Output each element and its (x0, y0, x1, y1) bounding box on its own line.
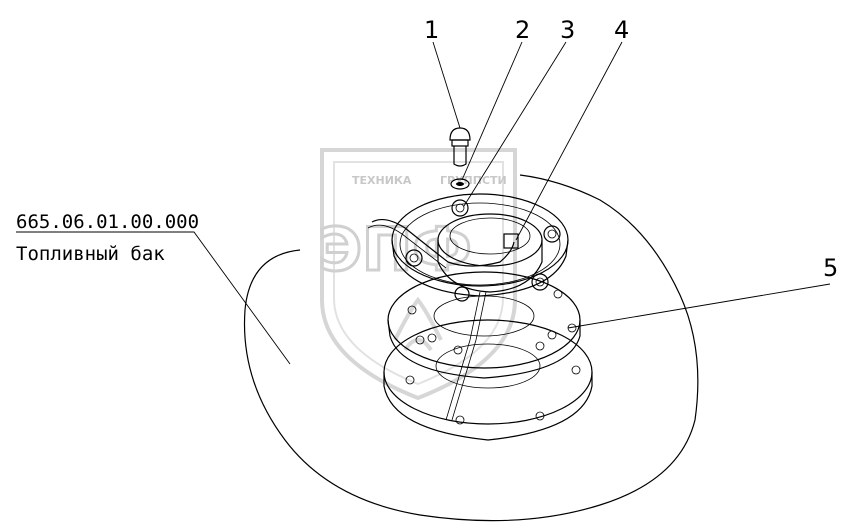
screw (449, 127, 471, 167)
watermark-top-text-right: ГРУППСТИ (440, 174, 507, 187)
pickup-tube (445, 291, 481, 421)
leader-3 (463, 41, 567, 207)
leader-assembly (16, 231, 291, 365)
watermark: ТЕХНИКА ГРУППСТИ ЭПФ (317, 148, 517, 401)
watermark-wheat-icon (393, 296, 443, 352)
fuel-tank-outline (243, 174, 699, 522)
assembly-part-number: 665.06.01.00.000 (16, 211, 199, 233)
gasket-lower (383, 319, 593, 441)
leader-2 (461, 41, 523, 181)
callout-1: 1 (424, 16, 439, 44)
watermark-logo-letters: ЭПФ (318, 215, 472, 285)
callout-5: 5 (823, 254, 838, 282)
washer (450, 178, 470, 190)
gasket-upper (387, 271, 581, 379)
terminal-nut (503, 233, 519, 249)
callout-2: 2 (515, 16, 530, 44)
assembly-part-name: Топливный бак (16, 243, 165, 265)
sender-flange (391, 193, 569, 302)
float-wire (371, 218, 515, 267)
callout-3: 3 (560, 16, 575, 44)
leader-4 (515, 41, 623, 241)
leader-1 (432, 41, 461, 129)
leader-5 (567, 283, 831, 329)
callout-4: 4 (614, 16, 629, 44)
watermark-shield-inner (333, 161, 504, 386)
watermark-shield-outline (320, 148, 517, 401)
watermark-top-text: ТЕХНИКА (352, 174, 412, 187)
